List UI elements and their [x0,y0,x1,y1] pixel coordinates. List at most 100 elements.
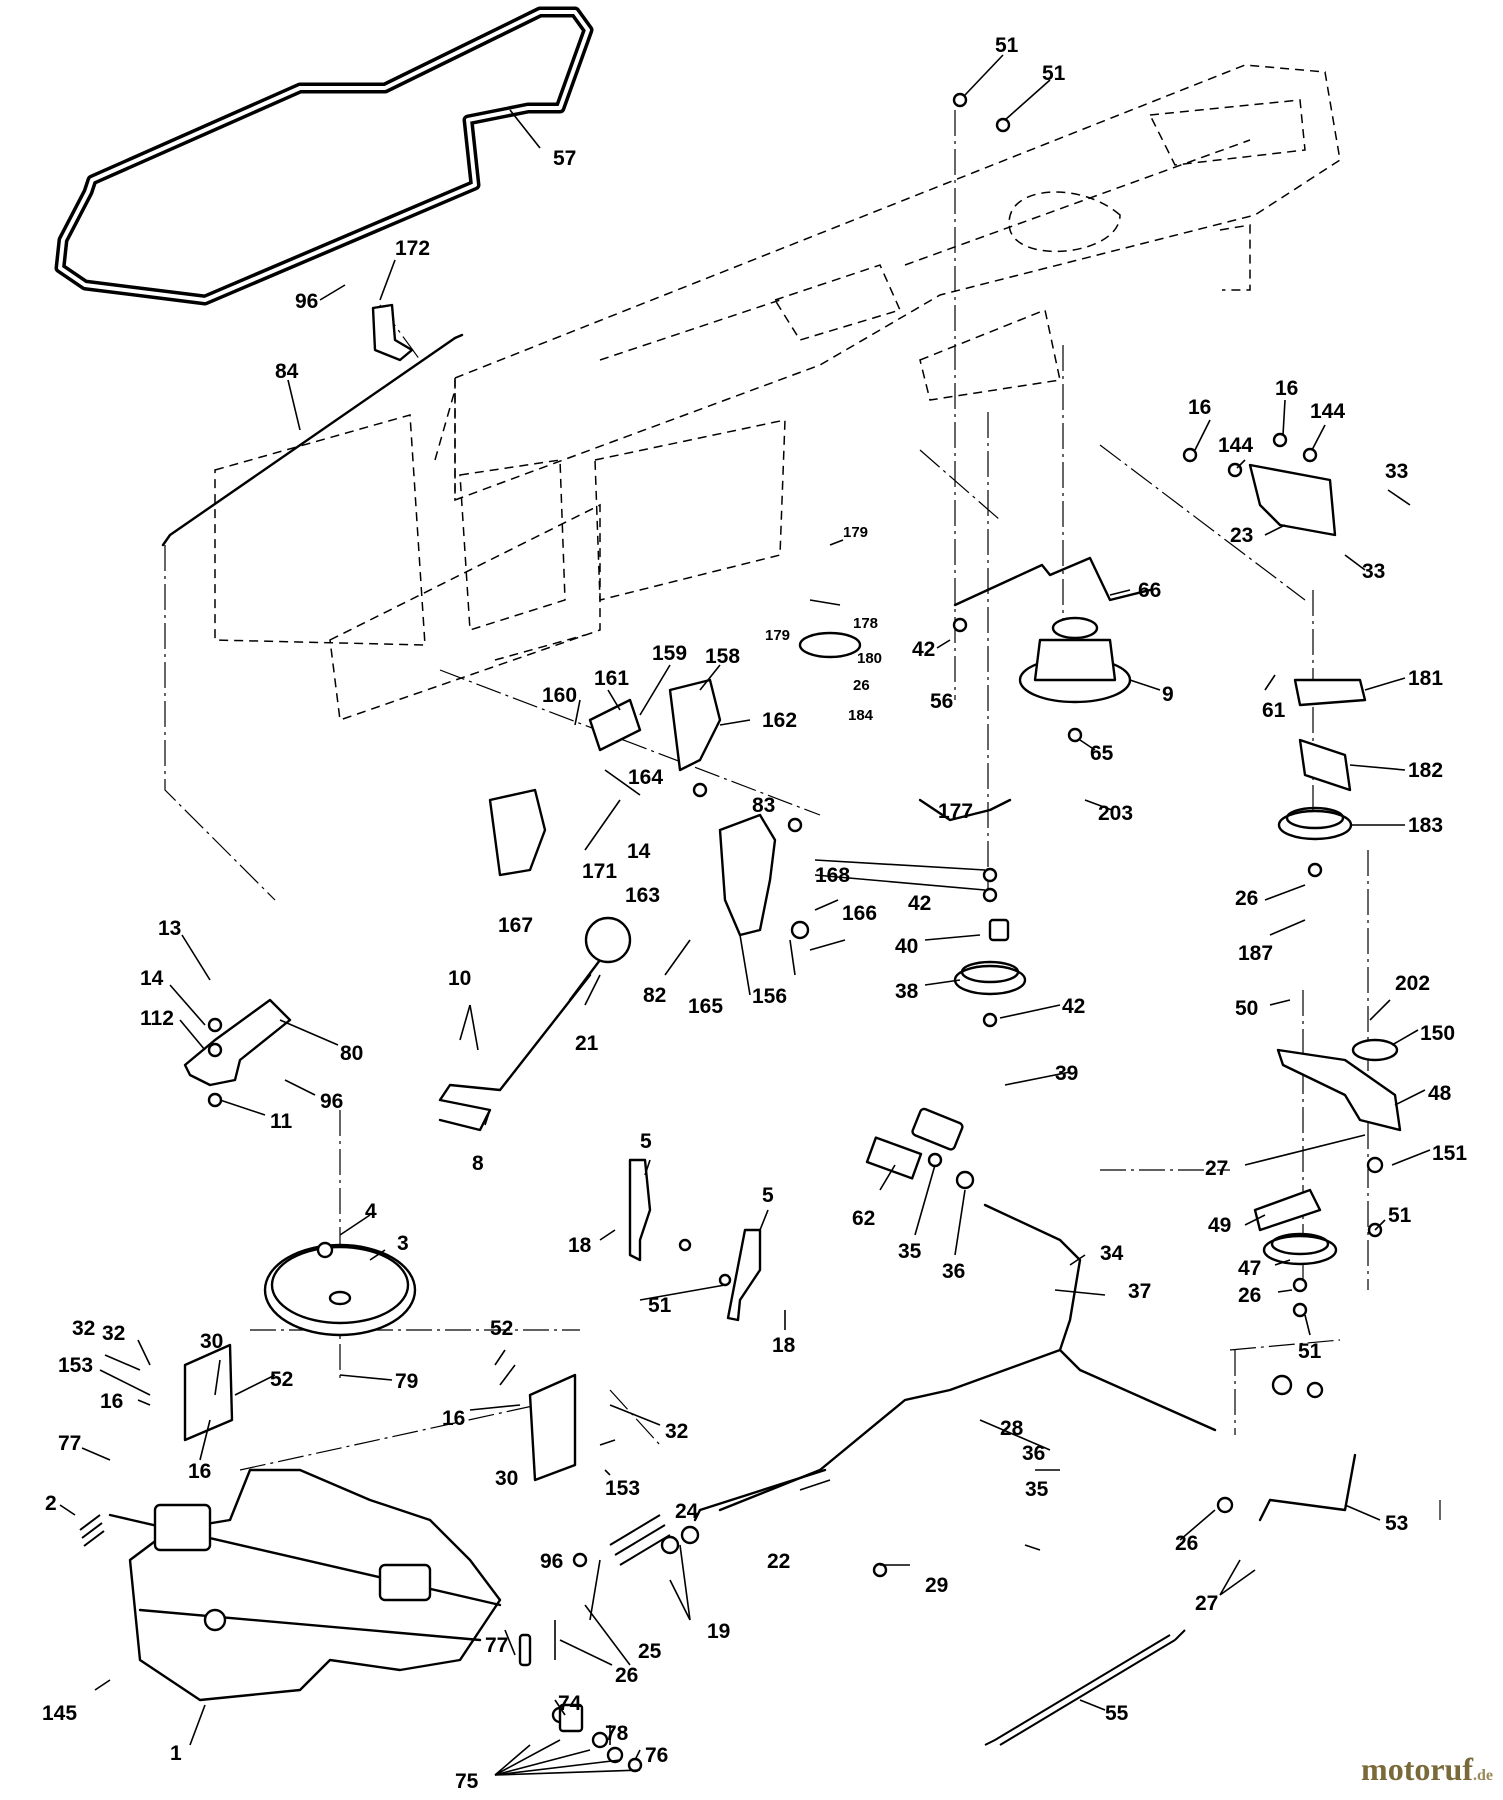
bracket-158[interactable] [668,678,722,772]
callout[interactable]: 51 [648,1294,672,1317]
callout[interactable]: 4 [365,1200,377,1223]
callout[interactable]: 5 [762,1184,774,1207]
callout[interactable]: 153 [58,1354,93,1377]
callout[interactable]: 16 [442,1407,465,1430]
spring-55[interactable] [984,1629,1186,1746]
callout[interactable]: 5 [640,1130,652,1153]
callout[interactable]: 11 [270,1110,293,1133]
callout[interactable]: 184 [848,707,874,724]
callout[interactable]: 3 [397,1232,409,1255]
callout[interactable]: 18 [568,1234,592,1257]
callout[interactable]: 187 [1238,942,1273,965]
callout[interactable]: 165 [688,995,723,1018]
callout[interactable]: 14 [140,967,164,990]
callout[interactable]: 51 [995,34,1019,57]
callout[interactable]: 50 [1235,997,1258,1020]
callout[interactable]: 180 [857,650,882,667]
callout[interactable]: 47 [1238,1257,1261,1280]
callout[interactable]: 16 [100,1390,123,1413]
callout[interactable]: 32 [102,1322,125,1345]
pulley-183[interactable] [1277,806,1353,841]
callout[interactable]: 77 [485,1634,508,1657]
callout[interactable]: 42 [908,892,931,915]
callout[interactable]: 28 [1000,1417,1024,1440]
callout[interactable]: 8 [472,1152,484,1175]
drive-belt-57[interactable] [54,6,594,306]
callout[interactable]: 32 [72,1317,95,1340]
callout[interactable]: 153 [605,1477,640,1500]
callout[interactable]: 83 [752,794,775,817]
pulley-9[interactable] [1018,616,1132,704]
callout[interactable]: 171 [582,860,617,883]
callout[interactable]: 172 [395,237,430,260]
callout[interactable]: 21 [575,1032,599,1055]
callout[interactable]: 162 [762,709,797,732]
callout[interactable]: 52 [490,1317,513,1340]
callout[interactable]: 74 [558,1692,582,1715]
bracket-172[interactable] [371,303,414,362]
callout[interactable]: 30 [200,1330,223,1353]
callout[interactable]: 144 [1310,400,1345,423]
callout[interactable]: 166 [842,902,877,925]
callout[interactable]: 26 [853,677,870,694]
callout[interactable]: 27 [1195,1592,1218,1615]
bracket-177[interactable] [918,798,1012,822]
callout[interactable]: 24 [675,1500,699,1523]
bracket-182[interactable] [1298,738,1352,792]
callout[interactable]: 181 [1408,667,1443,690]
pulley-47[interactable] [1262,1232,1338,1266]
spring-2[interactable] [79,1514,105,1547]
callout[interactable]: 79 [395,1370,418,1393]
shift-lever-8[interactable] [438,958,602,1132]
callout[interactable]: 18 [772,1334,796,1357]
bracket-30b[interactable] [528,1373,577,1482]
idler-150[interactable] [1351,1038,1399,1062]
callout[interactable]: 158 [705,645,740,668]
bracket-80[interactable] [183,998,292,1087]
callout[interactable]: 27 [1205,1157,1228,1180]
callout[interactable]: 30 [495,1467,518,1490]
callout[interactable]: 203 [1098,802,1133,825]
pulley-38[interactable] [953,960,1027,996]
bracket-167[interactable] [488,788,547,877]
callout[interactable]: 161 [594,667,629,690]
callout[interactable]: 48 [1428,1082,1452,1105]
callout[interactable]: 53 [1385,1512,1408,1535]
cable-22[interactable] [693,1468,827,1522]
callout[interactable]: 160 [542,684,577,707]
bracket-30a[interactable] [183,1343,234,1442]
pulley-180[interactable] [798,631,862,659]
callout[interactable]: 167 [498,914,533,937]
callout[interactable]: 51 [1298,1340,1322,1363]
callout[interactable]: 177 [938,800,973,823]
bracket-165[interactable] [718,813,777,937]
callout[interactable]: 16 [1275,377,1298,400]
callout[interactable]: 39 [1055,1062,1078,1085]
bracket-181[interactable] [1293,678,1367,707]
callout[interactable]: 40 [895,935,918,958]
callout[interactable]: 10 [448,967,471,990]
callout[interactable]: 51 [1388,1204,1412,1227]
callout[interactable]: 35 [1025,1478,1049,1501]
callout[interactable]: 49 [1208,1214,1231,1237]
callout[interactable]: 26 [1235,887,1258,910]
callout[interactable]: 57 [553,147,576,170]
callout[interactable]: 55 [1105,1702,1129,1725]
bracket-5a[interactable] [628,1158,652,1262]
callout[interactable]: 80 [340,1042,363,1065]
callout[interactable]: 76 [645,1744,668,1767]
callout[interactable]: 96 [295,290,318,313]
callout[interactable]: 84 [275,360,299,383]
callout[interactable]: 26 [1175,1532,1198,1555]
callout[interactable]: 144 [1218,434,1253,457]
callout[interactable]: 151 [1432,1142,1467,1165]
callout[interactable]: 1 [170,1742,182,1765]
bracket-49[interactable] [1253,1188,1322,1232]
callout[interactable]: 51 [1042,62,1066,85]
callout[interactable]: 65 [1090,742,1114,765]
callout[interactable]: 61 [1262,699,1286,722]
callout[interactable]: 38 [895,980,919,1003]
callout[interactable]: 33 [1362,560,1385,583]
callout[interactable]: 178 [853,615,878,632]
callout[interactable]: 112 [140,1007,174,1030]
